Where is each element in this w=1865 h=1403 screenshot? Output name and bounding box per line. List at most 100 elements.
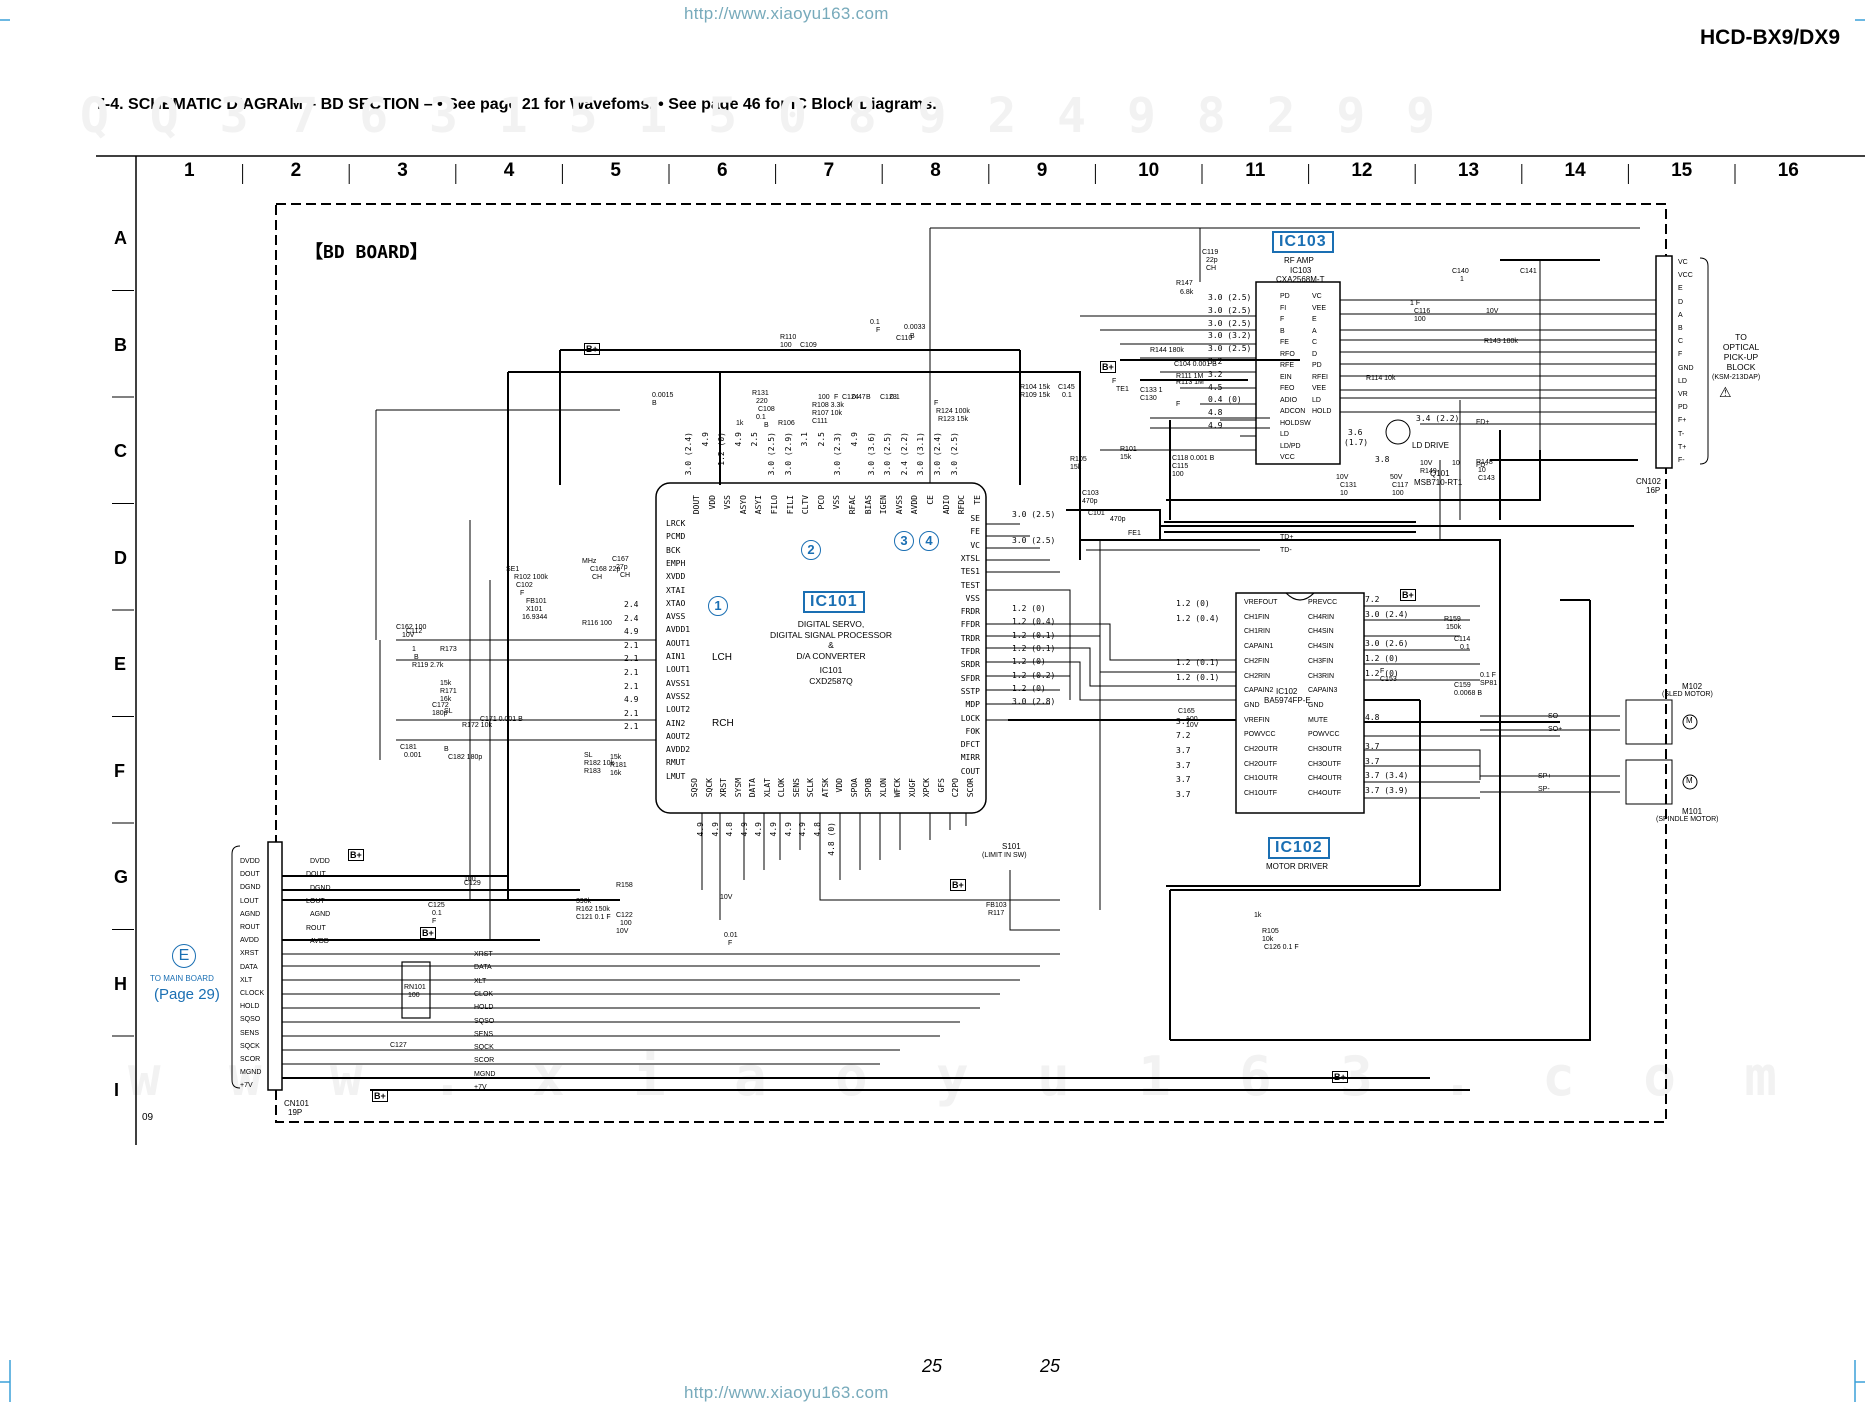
io-signal-label: TD- bbox=[1280, 547, 1292, 554]
bottom-url[interactable]: http://www.xiaoyu163.com bbox=[684, 1383, 889, 1402]
voltage-label: 3.0 (2.3) bbox=[833, 432, 843, 476]
waveform-ref-4[interactable]: 4 bbox=[919, 531, 939, 551]
main-board-page-link[interactable]: (Page 29) bbox=[154, 986, 220, 1003]
bplus-marker-5: B+ bbox=[950, 879, 966, 891]
voltage-label: 4.8 bbox=[812, 822, 822, 837]
waveform-ref-2[interactable]: 2 bbox=[801, 540, 821, 560]
ic102-pin-label: POWVCC bbox=[1244, 731, 1276, 739]
cn102-pin-label: F+ bbox=[1678, 417, 1687, 425]
audio-signal-label: DVDD bbox=[310, 858, 330, 865]
ic101-pin-label: XVDD bbox=[666, 572, 686, 582]
ic101-pin-label: LOUT1 bbox=[666, 665, 691, 675]
ic102-pin-label: VREFOUT bbox=[1244, 599, 1278, 606]
bplus-marker-8: B+ bbox=[1332, 1071, 1348, 1083]
ic101-desc-line: DIGITAL SERVO, bbox=[797, 619, 865, 629]
component-designator: 10V bbox=[616, 928, 629, 935]
voltage-label: 1.2 (0.1) bbox=[1012, 630, 1056, 640]
ic102-pin-label: CH4OUTR bbox=[1308, 775, 1342, 783]
ic101-pin-label: AVSS1 bbox=[666, 678, 691, 688]
motor-icon-m102: M bbox=[1686, 716, 1693, 725]
component-designator: R181 bbox=[610, 762, 627, 769]
to-main-board[interactable]: TO MAIN BOARD bbox=[150, 974, 214, 983]
ic103-right-voltage: 3.4 (2.2) bbox=[1416, 414, 1460, 423]
voltage-label: 1.2 (0.2) bbox=[1012, 670, 1056, 680]
voltage-label: 2.1 bbox=[624, 722, 639, 732]
ic102-voltage: 7.2 bbox=[1365, 595, 1380, 604]
ic101-desc-line: DIGITAL SIGNAL PROCESSOR bbox=[769, 629, 893, 640]
top-url[interactable]: http://www.xiaoyu163.com bbox=[684, 4, 889, 23]
component-designator: C109 bbox=[800, 342, 817, 349]
component-designator: R104 15k bbox=[1020, 384, 1050, 391]
ic102-voltage: 1.2 (0) bbox=[1365, 653, 1399, 663]
component-designator: B bbox=[444, 746, 449, 753]
component-designator: R107 10k bbox=[812, 410, 842, 417]
component-designator: C108 bbox=[758, 406, 775, 413]
voltage-label: 4.9 bbox=[700, 432, 710, 447]
component-designator: 0.0033 bbox=[904, 324, 926, 331]
ic101-desc-line: IC101 bbox=[819, 665, 843, 675]
component-designator: 10V bbox=[402, 632, 415, 639]
waveform-ref-3[interactable]: 3 bbox=[894, 531, 914, 551]
component-designator: C140 bbox=[1452, 268, 1469, 275]
ic101-rch: RCH bbox=[712, 718, 734, 729]
cn102-destination-line: PICK-UP bbox=[1723, 352, 1759, 362]
cn102-pin-label: A bbox=[1678, 311, 1683, 319]
ic103-desc-3: CXA2568M-T bbox=[1276, 275, 1325, 284]
model-name: HCD-BX9/DX9 bbox=[1700, 26, 1841, 49]
ic103-pin-label: D bbox=[1312, 350, 1318, 358]
bus-signal-label: XRST bbox=[474, 951, 493, 958]
cn102-part: (KSM-213DAP) bbox=[1712, 374, 1761, 381]
component-designator: R108 3.3k bbox=[812, 402, 844, 409]
cn102-pin-label: T- bbox=[1678, 430, 1685, 438]
component-designator: 1k bbox=[1254, 912, 1262, 919]
component-designator: 0.0068 B bbox=[1454, 690, 1483, 697]
ic103-pin-label: F bbox=[1280, 316, 1285, 323]
component-designator: 10V bbox=[1486, 308, 1499, 315]
ic102-pin-label: PREVCC bbox=[1308, 599, 1338, 606]
ic101-pin-label: ADIO bbox=[941, 495, 951, 515]
ic101-pin-label: DOUT bbox=[692, 495, 701, 515]
ic102-name: MOTOR DRIVER bbox=[1266, 862, 1329, 871]
component-designator: 1 F bbox=[1410, 300, 1421, 307]
component-designator: R117 bbox=[988, 910, 1005, 917]
component-designator: C141 bbox=[1520, 268, 1537, 275]
ic101-pin-label: SE bbox=[970, 514, 980, 523]
cn102-count: 16P bbox=[1646, 486, 1661, 495]
component-designator: 15k bbox=[440, 680, 452, 687]
ic101-pin-label: DATA bbox=[748, 778, 757, 798]
ic101-pin-label: FE bbox=[970, 527, 980, 537]
grid-column-8: 8 bbox=[930, 160, 941, 181]
voltage-label: 1.2 (0.4) bbox=[1012, 617, 1056, 627]
component-designator: TE1 bbox=[1116, 386, 1129, 393]
ic103-pin-label: LD/PD bbox=[1280, 442, 1301, 450]
audio-signal-label: AGND bbox=[310, 911, 331, 919]
ic101-pin-label: FOK bbox=[965, 726, 980, 736]
cn101-pin-label: DATA bbox=[240, 963, 258, 971]
cn102-pin-label: VR bbox=[1678, 391, 1688, 398]
component-designator: 100 bbox=[464, 876, 476, 883]
component-designator: C122 bbox=[616, 912, 633, 919]
ic102-voltage: 3.7 bbox=[1176, 775, 1191, 785]
component-designator: F bbox=[728, 940, 733, 947]
bplus-marker-1: B+ bbox=[584, 343, 600, 355]
component-designator: FB103 bbox=[986, 902, 1007, 909]
waveform-ref-1[interactable]: 1 bbox=[708, 596, 728, 616]
ic101-pin-label: AVDD2 bbox=[666, 745, 691, 755]
cn101-pin-label: XLT bbox=[240, 976, 253, 984]
ic101-pin-label: SFDR bbox=[960, 673, 980, 683]
ic102-pin-label: CH4OUTF bbox=[1308, 790, 1342, 798]
grid-row-C: C bbox=[114, 441, 127, 461]
ic102-pin-label: CH2OUTF bbox=[1244, 760, 1278, 768]
component-designator: R143 180k bbox=[1484, 338, 1518, 345]
voltage-label: 2.5 bbox=[816, 432, 826, 447]
voltage-label: 3.0 (2.5) bbox=[883, 432, 893, 476]
component-designator: 100 bbox=[818, 394, 830, 401]
voltage-label: 4.8 bbox=[725, 822, 735, 837]
cn102-destination-line: OPTICAL bbox=[1722, 342, 1760, 352]
voltage-label: 4.9 bbox=[798, 822, 808, 837]
component-designator: 390k bbox=[576, 898, 592, 905]
voltage-label: 4.9 bbox=[696, 822, 705, 837]
cn101-pin-label: SQSO bbox=[240, 1016, 261, 1024]
component-designator: R144 180k bbox=[1150, 347, 1184, 354]
